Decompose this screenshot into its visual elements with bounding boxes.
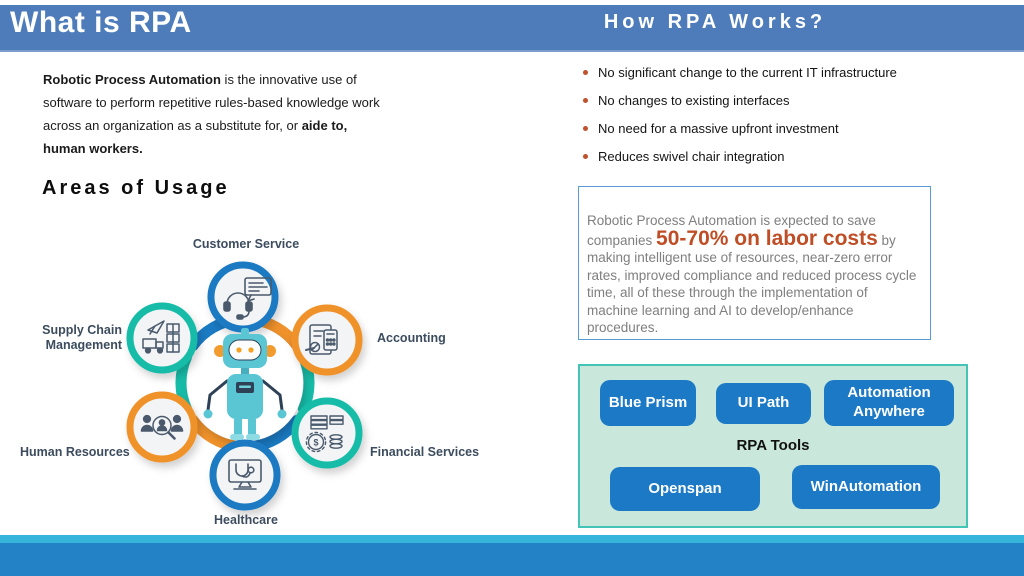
node-accounting	[291, 304, 363, 376]
savings-text-after: by making intelligent use of resources, …	[587, 232, 917, 336]
money-gear-icon: $	[305, 415, 344, 453]
tool-chip-openspan: Openspan	[610, 467, 760, 511]
bullet-dot-icon	[583, 70, 588, 75]
list-item: No significant change to the current IT …	[583, 64, 1013, 92]
node-supply-chain	[126, 302, 198, 374]
intro-bold-tail: aide to, human workers.	[43, 118, 348, 156]
list-item: No need for a massive upfront investment	[583, 120, 1013, 148]
intro-bold-lead: Robotic Process Automation	[43, 72, 221, 87]
section-title-how-rpa-works: How RPA Works?	[603, 11, 827, 33]
bullet-dot-icon	[583, 98, 588, 103]
intro-paragraph: Robotic Process Automation is the innova…	[43, 68, 388, 160]
list-item: Reduces swivel chair integration	[583, 148, 1013, 176]
bullet-text: No need for a massive upfront investment	[598, 121, 839, 136]
node-human-resources	[126, 391, 198, 463]
label-financial-services: Financial Services	[370, 445, 480, 459]
invoice-calculator-icon	[305, 324, 338, 355]
rpa-tools-box: Blue Prism UI Path Automation Anywhere R…	[578, 364, 968, 528]
rpa-tools-label: RPA Tools	[736, 437, 810, 454]
savings-callout-box: Robotic Process Automation is expected t…	[578, 186, 931, 340]
list-item: No changes to existing interfaces	[583, 92, 1013, 120]
node-financial-services: $	[291, 397, 363, 469]
page-title: What is RPA	[10, 6, 192, 39]
intro-body-text: is the innovative use of software to per…	[43, 72, 380, 133]
monitor-stethoscope-icon	[228, 459, 262, 490]
how-rpa-bullet-list: No significant change to the current IT …	[583, 64, 1013, 176]
bullet-text: No significant change to the current IT …	[598, 65, 897, 80]
dollar-glyph: $	[313, 437, 318, 447]
bullet-text: No changes to existing interfaces	[598, 93, 790, 108]
bullet-dot-icon	[583, 126, 588, 131]
label-healthcare: Healthcare	[214, 513, 278, 527]
footer-accent-strip	[0, 535, 1024, 543]
node-healthcare	[209, 439, 281, 511]
tool-chip-blue-prism: Blue Prism	[600, 380, 696, 426]
bullet-dot-icon	[583, 154, 588, 159]
savings-highlight: 50-70% on labor costs	[656, 226, 878, 250]
bullet-text: Reduces swivel chair integration	[598, 149, 785, 164]
people-search-icon	[140, 414, 184, 440]
label-supply-chain: Supply Chain Management	[42, 323, 122, 352]
tool-chip-automation-anywhere: Automation Anywhere	[824, 380, 954, 426]
logistics-icon	[142, 320, 180, 354]
headset-icon	[223, 277, 272, 320]
tool-chip-winautomation: WinAutomation	[792, 465, 940, 509]
robot-icon	[203, 328, 287, 440]
savings-text: Robotic Process Automation is expected t…	[587, 212, 922, 337]
tool-chip-ui-path: UI Path	[716, 383, 811, 424]
node-customer-service	[207, 261, 279, 333]
footer-bar	[0, 543, 1024, 576]
areas-of-usage-heading: Areas of Usage	[42, 177, 230, 199]
savings-text-before: Robotic Process Automation is expected t…	[587, 213, 876, 248]
areas-of-usage-diagram: $	[126, 261, 363, 511]
label-customer-service: Customer Service	[192, 237, 300, 251]
label-human-resources: Human Resources	[20, 445, 130, 459]
header-bar	[0, 5, 1024, 52]
label-accounting: Accounting	[377, 331, 446, 345]
